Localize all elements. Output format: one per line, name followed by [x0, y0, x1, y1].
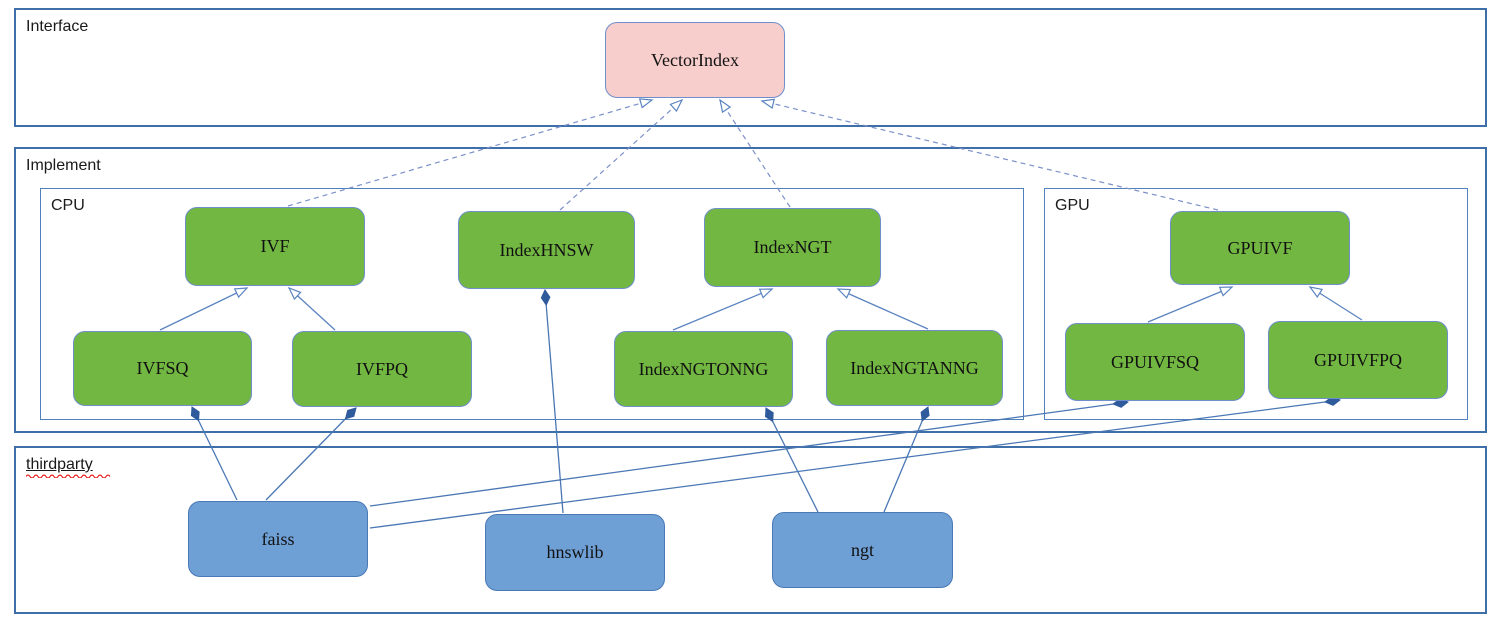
- node-indexngt: IndexNGT: [704, 208, 881, 287]
- container-cpu-label: CPU: [51, 197, 85, 214]
- node-indexngt-label: IndexNGT: [753, 237, 832, 257]
- node-indexhnsw-label: IndexHNSW: [499, 239, 594, 260]
- container-gpu-label: GPU: [1055, 197, 1090, 214]
- container-thirdparty-label-wrap: thirdparty: [26, 455, 111, 478]
- node-gpuivf: GPUIVF: [1170, 211, 1350, 285]
- node-gpuivfsq: GPUIVFSQ: [1065, 323, 1245, 401]
- node-faiss: faiss: [188, 501, 368, 577]
- node-gpuivfsq-label: GPUIVFSQ: [1110, 351, 1200, 372]
- node-hnswlib-label: hnswlib: [546, 542, 604, 562]
- node-ngt: ngt: [772, 512, 953, 588]
- node-gpuivfpq: GPUIVFPQ: [1268, 321, 1448, 399]
- node-faiss-label: faiss: [261, 528, 295, 549]
- container-interface-label: Interface: [26, 18, 89, 35]
- node-gpuivf-label: GPUIVF: [1227, 237, 1293, 258]
- node-hnswlib: hnswlib: [485, 514, 665, 591]
- node-ivfsq-label: IVFSQ: [136, 358, 189, 378]
- node-indexhnsw: IndexHNSW: [458, 211, 635, 289]
- node-ivfsq: IVFSQ: [73, 331, 252, 406]
- node-indexngtanng-label: IndexNGTANNG: [850, 357, 979, 378]
- node-ivf-label: IVF: [260, 236, 290, 256]
- node-ivf: IVF: [185, 207, 365, 286]
- node-indexngtanng: IndexNGTANNG: [826, 330, 1003, 406]
- node-ivfpq: IVFPQ: [292, 331, 472, 407]
- node-indexngtonng-label: IndexNGTONNG: [638, 358, 769, 379]
- container-thirdparty-label: thirdparty: [26, 456, 93, 473]
- node-ivfpq-label: IVFPQ: [355, 358, 408, 379]
- node-vectorindex: VectorIndex: [605, 22, 785, 98]
- node-indexngtonng: IndexNGTONNG: [614, 331, 793, 407]
- spellcheck-underline: [26, 474, 111, 478]
- node-vectorindex-label: VectorIndex: [651, 49, 739, 70]
- container-implement-label: Implement: [26, 157, 101, 174]
- node-ngt-label: ngt: [850, 539, 874, 560]
- node-gpuivfpq-label: GPUIVFPQ: [1313, 349, 1403, 370]
